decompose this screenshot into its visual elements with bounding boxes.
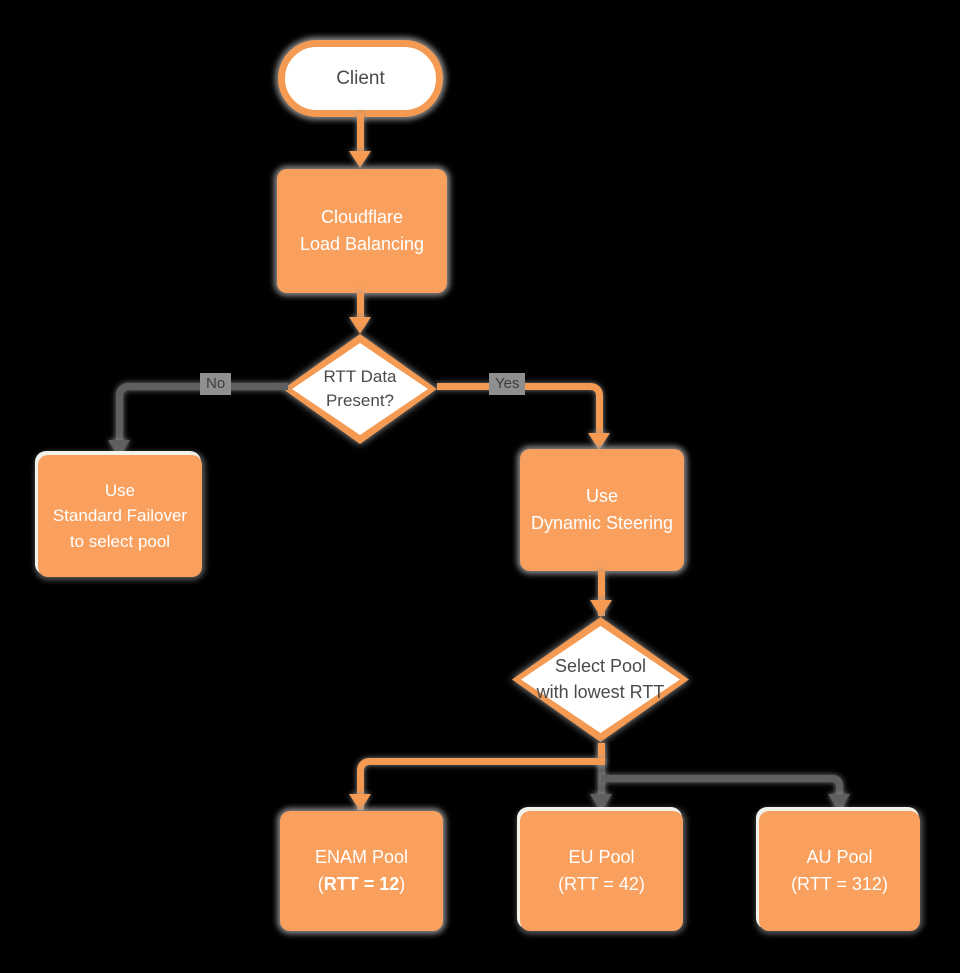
edge-label-yes: Yes: [489, 373, 526, 395]
node-label-line: Use: [585, 486, 618, 506]
decision-rtt-text: RTT Data Present?: [283, 334, 437, 444]
arrowhead-no-branch: [108, 440, 130, 457]
connector-select-pool-to-au: [601, 775, 843, 809]
node-label-line: (RTT = 312): [791, 874, 888, 894]
connector-select-pool-stub: [598, 743, 605, 765]
enam-rtt-value: RTT = 12: [323, 874, 400, 894]
paren-close: ): [399, 874, 406, 894]
decision-select-pool: Select Pool with lowest RTT: [512, 617, 689, 742]
decision-label-line: RTT Data: [323, 367, 397, 387]
decision-label-line: Present?: [325, 391, 395, 410]
arrowhead-client-to-loadbalancing: [349, 151, 371, 168]
connector-select-pool-to-eu: [598, 743, 605, 805]
decision-label-line: with lowest RTT: [536, 681, 665, 702]
node-label-line: Load Balancing: [299, 234, 425, 254]
node-enam-pool: ENAM Pool (RTT = 12): [280, 811, 443, 931]
connector-steering-to-select-pool: [598, 571, 605, 616]
node-label-line: to select pool: [69, 531, 171, 551]
node-label-line: Cloudflare: [320, 207, 404, 227]
arrowhead-yes-branch: [588, 433, 610, 450]
node-au-pool: AU Pool (RTT = 312): [759, 811, 920, 931]
node-use-dynamic-steering: Use Dynamic Steering: [520, 449, 684, 571]
node-cloudflare-load-balancing: Cloudflare Load Balancing: [277, 169, 447, 293]
connector-client-to-loadbalancing: [357, 113, 364, 155]
paren-open: (: [317, 874, 324, 894]
node-use-standard-failover: Use Standard Failover to select pool: [38, 455, 202, 577]
node-label-line: Standard Failover: [52, 506, 188, 526]
node-label-line: ENAM Pool: [314, 847, 409, 867]
arrowhead-loadbalancing-to-rtt-decision: [349, 317, 371, 334]
node-label-line: Use: [104, 480, 136, 500]
node-label-line: Dynamic Steering: [530, 513, 674, 533]
arrowhead-steering-to-select-pool: [590, 600, 612, 617]
node-label-line: (RTT = 42): [558, 874, 645, 894]
node-client: Client: [278, 40, 443, 117]
decision-label-line: Select Pool: [554, 656, 647, 677]
node-client-label: Client: [336, 67, 385, 89]
node-eu-pool: EU Pool (RTT = 42): [520, 811, 683, 931]
decision-select-pool-text: Select Pool with lowest RTT: [512, 617, 689, 742]
decision-rtt-data-present: RTT Data Present?: [283, 334, 437, 444]
node-label-line: AU Pool: [806, 847, 873, 867]
node-label-line: EU Pool: [568, 847, 635, 867]
connector-select-pool-to-enam: [357, 758, 605, 810]
node-label-line: (RTT = 12): [318, 871, 406, 898]
connector-loadbalancing-to-rtt-decision: [357, 293, 364, 323]
arrowhead-to-au-pool: [828, 794, 850, 811]
edge-label-no: No: [200, 373, 232, 395]
arrowhead-to-enam-pool: [349, 794, 371, 811]
